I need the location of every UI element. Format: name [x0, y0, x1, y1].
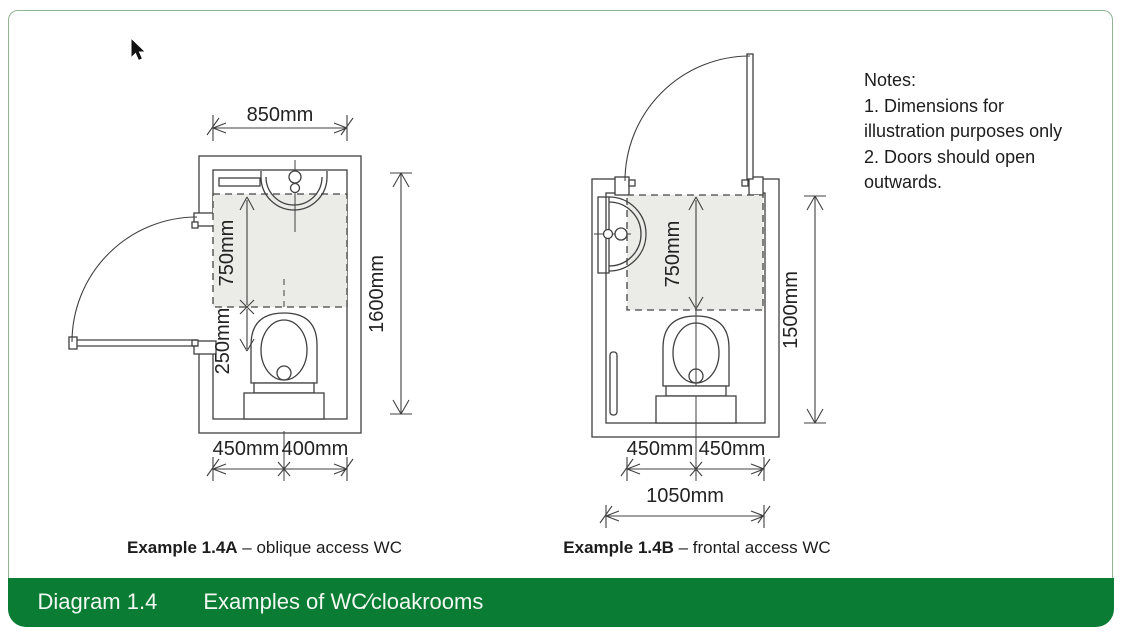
plan-b: 750mm 1500mm 450mm 450m: [591, 53, 826, 528]
caption-example-a: Example 1.4A – oblique access WC: [127, 538, 402, 558]
diagram-number: Diagram 1.4: [37, 589, 158, 614]
notes-block: Notes: 1. Dimensions for illustration pu…: [864, 68, 1114, 196]
dim-750: [688, 196, 704, 310]
door-jamb: [614, 176, 630, 196]
door-jamb: [193, 340, 217, 355]
diagram-title-bar: Diagram 1.4 Examples of WC⁄cloakrooms: [7, 577, 1114, 627]
plan-a: 850mm 750mm 250mm: [68, 104, 412, 481]
caption-example-b: Example 1.4B – frontal access WC: [552, 538, 842, 558]
dim-label-450: 450mm: [213, 438, 280, 460]
wc-drain: [688, 368, 704, 384]
dim-label-850: 850mm: [247, 104, 314, 126]
dim-label-750: 750mm: [662, 221, 684, 288]
dim-250: [239, 309, 255, 352]
dim-label-450-right: 450mm: [699, 438, 766, 460]
door-swing: [68, 216, 198, 350]
dim-1500: [804, 195, 826, 424]
wc-pan: [250, 312, 318, 384]
wc-seat-hinge: [665, 385, 727, 397]
dim-1600: [390, 172, 412, 415]
mouse-pointer-icon: [130, 36, 147, 62]
notes-line: 2. Doors should open: [864, 146, 1036, 167]
wc-drain: [276, 365, 292, 381]
notes-line: illustration purposes only: [864, 121, 1063, 141]
wc-seat-hinge: [253, 382, 315, 394]
dim-label-750: 750mm: [216, 220, 238, 287]
basin-inner: [265, 176, 323, 206]
dim-450-400: [206, 431, 354, 481]
dim-label-1600: 1600mm: [366, 255, 388, 333]
activity-zone: [212, 193, 348, 308]
dim-label-250: 250mm: [212, 308, 234, 375]
dim-label-1500: 1500mm: [780, 271, 802, 349]
dim-750: [239, 196, 255, 315]
caption-b-title: Example 1.4B: [563, 538, 674, 557]
dim-850: [206, 115, 354, 141]
caption-a-title: Example 1.4A: [127, 538, 238, 557]
wc-cistern: [243, 392, 325, 420]
diagram-title: Examples of WC⁄cloakrooms: [203, 589, 484, 614]
document-page: 850mm 750mm 250mm: [7, 10, 1114, 627]
dim-1050: [599, 505, 771, 528]
dim-label-1050: 1050mm: [646, 485, 724, 507]
tap-icon: [614, 227, 628, 241]
basin-inner: [608, 201, 642, 267]
shelf: [218, 177, 261, 187]
notes-line: outwards.: [864, 172, 943, 192]
radiator: [609, 351, 618, 416]
dim-450-450: [620, 457, 771, 481]
notes-line: 1. Dimensions for: [864, 95, 1005, 116]
caption-a-desc: – oblique access WC: [242, 538, 402, 557]
caption-b-desc: – frontal access WC: [678, 538, 831, 557]
notes-title: Notes:: [864, 70, 917, 90]
tap-icon: [602, 228, 614, 240]
door-jamb: [748, 176, 764, 196]
floor-plans-svg: 850mm 750mm 250mm: [68, 36, 826, 528]
basin: [260, 176, 328, 211]
dim-label-400: 400mm: [282, 438, 349, 460]
tap-icon: [289, 182, 301, 194]
dim-label-450-left: 450mm: [627, 438, 694, 460]
basin: [608, 196, 647, 272]
tap-icon: [288, 170, 302, 184]
door-swing: [624, 53, 754, 182]
activity-zone: [626, 194, 764, 311]
